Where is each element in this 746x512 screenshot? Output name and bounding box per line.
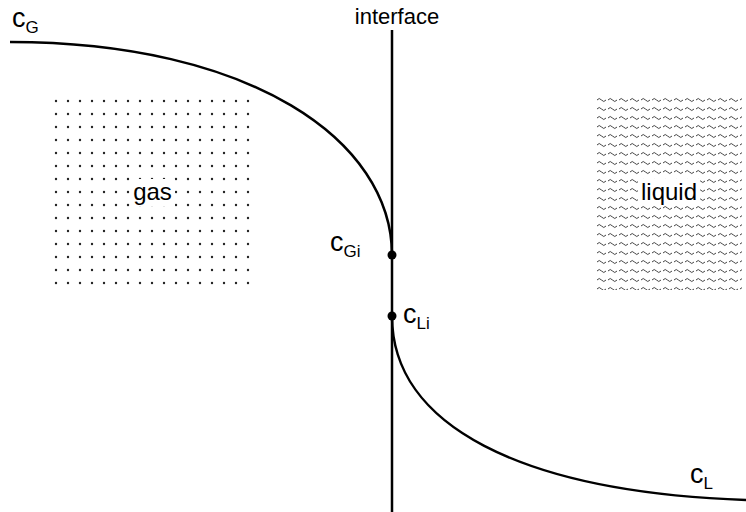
interface-dot	[388, 312, 397, 321]
concentration-symbol: cGi	[330, 226, 361, 262]
concentration-symbol: cL	[690, 458, 713, 494]
interface-dot	[388, 251, 397, 260]
phase-name: gas	[130, 179, 175, 205]
interface-line	[391, 30, 394, 512]
concentration-symbol: cLi	[403, 298, 430, 334]
phase-name: liquid	[638, 179, 700, 205]
phase-region: gas	[50, 95, 255, 290]
interface-label: interface	[352, 4, 442, 30]
liquid-curve	[392, 316, 746, 500]
concentration-symbol: cG	[12, 2, 39, 38]
phase-region: liquid	[596, 95, 742, 290]
